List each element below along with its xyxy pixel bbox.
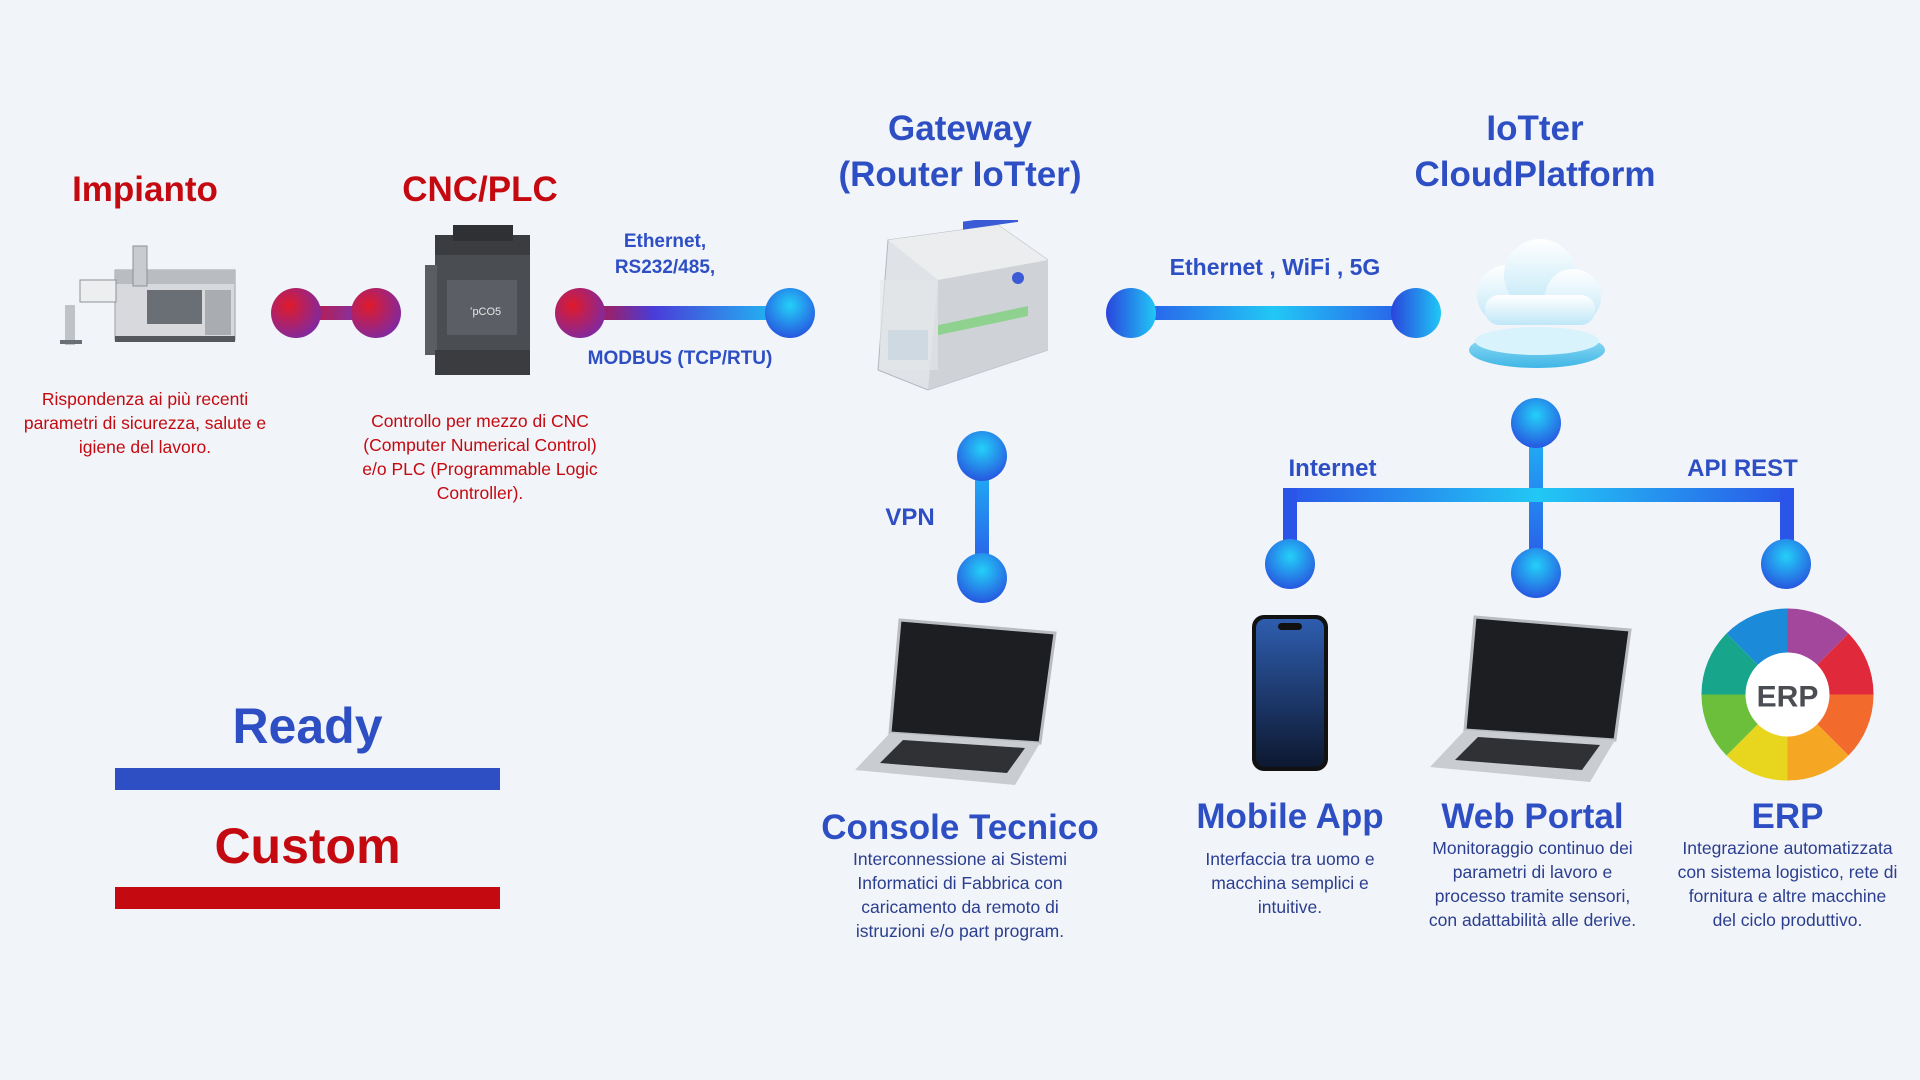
legend-ready-label: Ready: [232, 698, 383, 754]
laptop-icon: [1430, 612, 1635, 787]
desc-line: parametri di lavoro e: [1452, 862, 1613, 882]
impianto-description: Rispondenza ai più recenti parametri di …: [15, 387, 275, 459]
link-label-vpn: VPN: [885, 504, 935, 531]
link-dot: [1391, 288, 1441, 338]
legend-custom-bar: [115, 887, 500, 909]
label-line: Ethernet,: [623, 231, 707, 252]
desc-line: igiene del lavoro.: [78, 437, 212, 457]
link-dot: [1511, 398, 1561, 448]
plc-controller-icon: ʻpCO5: [425, 225, 540, 380]
desc-line: fornitura e altre macchine: [1688, 886, 1887, 906]
desc-line: e/o PLC (Programmable Logic: [362, 459, 598, 479]
erp-title: ERP: [1751, 797, 1824, 836]
mobile-title: Mobile App: [1196, 797, 1384, 836]
legend-ready-bar: [115, 768, 500, 790]
console-title: Console Tecnico: [821, 808, 1099, 847]
link-cloud-bus: [1283, 488, 1794, 502]
desc-line: con adattabilità alle derive.: [1428, 910, 1637, 930]
legend-custom-label: Custom: [214, 818, 401, 874]
link-gateway-cloud: [1131, 306, 1416, 320]
erp-description: Integrazione automatizzata con sistema l…: [1660, 836, 1915, 932]
impianto-title: Impianto: [72, 170, 218, 209]
desc-line: Controller).: [436, 483, 524, 503]
title-line: IoTter: [1486, 109, 1584, 148]
mobile-description: Interfaccia tra uomo e macchina semplici…: [1175, 847, 1405, 919]
link-dot: [1265, 539, 1315, 589]
gateway-title: Gateway (Router IoTter): [820, 106, 1100, 198]
link-label-ethernet-rs232: Ethernet, RS232/485,: [600, 229, 730, 281]
link-dot: [271, 288, 321, 338]
desc-line: macchina semplici e: [1211, 873, 1369, 893]
laptop-icon: [855, 615, 1060, 790]
desc-line: intuitive.: [1257, 897, 1323, 917]
title-line: (Router IoTter): [838, 155, 1082, 194]
desc-line: con sistema logistico, rete di: [1677, 862, 1898, 882]
erp-logo-text: ERP: [1757, 681, 1819, 714]
link-dot: [351, 288, 401, 338]
machine-tool-icon: [55, 240, 240, 350]
link-dot: [765, 288, 815, 338]
link-label-modbus: MODBUS (TCP/RTU): [587, 348, 773, 369]
cloud-title: IoTter CloudPlatform: [1400, 106, 1670, 198]
console-description: Interconnessione ai Sistemi Informatici …: [810, 847, 1110, 943]
desc-line: processo tramite sensori,: [1434, 886, 1631, 906]
router-device-icon: [868, 213, 1049, 405]
title-line: Gateway: [888, 109, 1032, 148]
link-label-internet: Internet: [1288, 455, 1377, 482]
desc-line: Informatici di Fabbrica con: [857, 873, 1063, 893]
link-dot: [1511, 548, 1561, 598]
link-cnc-gateway: [580, 306, 790, 320]
label-line: RS232/485,: [614, 257, 716, 278]
web-portal-description: Monitoraggio continuo dei parametri di l…: [1405, 836, 1660, 932]
desc-line: Controllo per mezzo di CNC: [371, 411, 589, 431]
desc-line: Integrazione automatizzata: [1682, 838, 1893, 858]
link-dot: [1761, 539, 1811, 589]
link-dot: [957, 431, 1007, 481]
desc-line: Monitoraggio continuo dei: [1432, 838, 1633, 858]
link-dot: [555, 288, 605, 338]
cnc-description: Controllo per mezzo di CNC (Computer Num…: [345, 409, 615, 505]
desc-line: Rispondenza ai più recenti: [41, 389, 249, 409]
desc-line: istruzioni e/o part program.: [855, 921, 1065, 941]
desc-line: parametri di sicurezza, salute e: [23, 413, 267, 433]
link-label-ethernet-wifi-5g: Ethernet , WiFi , 5G: [1169, 254, 1381, 280]
desc-line: Interfaccia tra uomo e: [1205, 849, 1375, 869]
link-dot: [1106, 288, 1156, 338]
link-label-api-rest: API REST: [1687, 455, 1798, 482]
web-portal-title: Web Portal: [1441, 797, 1624, 836]
title-line: CloudPlatform: [1414, 155, 1656, 194]
plc-brand-label: ʻpCO5: [470, 306, 501, 318]
cloud-platform-icon: [1465, 225, 1610, 375]
cnc-title: CNC/PLC: [402, 170, 558, 209]
desc-line: (Computer Numerical Control): [363, 435, 597, 455]
link-dot: [957, 553, 1007, 603]
desc-line: del ciclo produttivo.: [1712, 910, 1863, 930]
desc-line: Interconnessione ai Sistemi: [853, 849, 1067, 869]
link-vpn: [975, 456, 989, 578]
smartphone-icon: [1250, 613, 1330, 773]
erp-wheel-icon: ERP: [1700, 607, 1875, 782]
desc-line: caricamento da remoto di: [861, 897, 1059, 917]
